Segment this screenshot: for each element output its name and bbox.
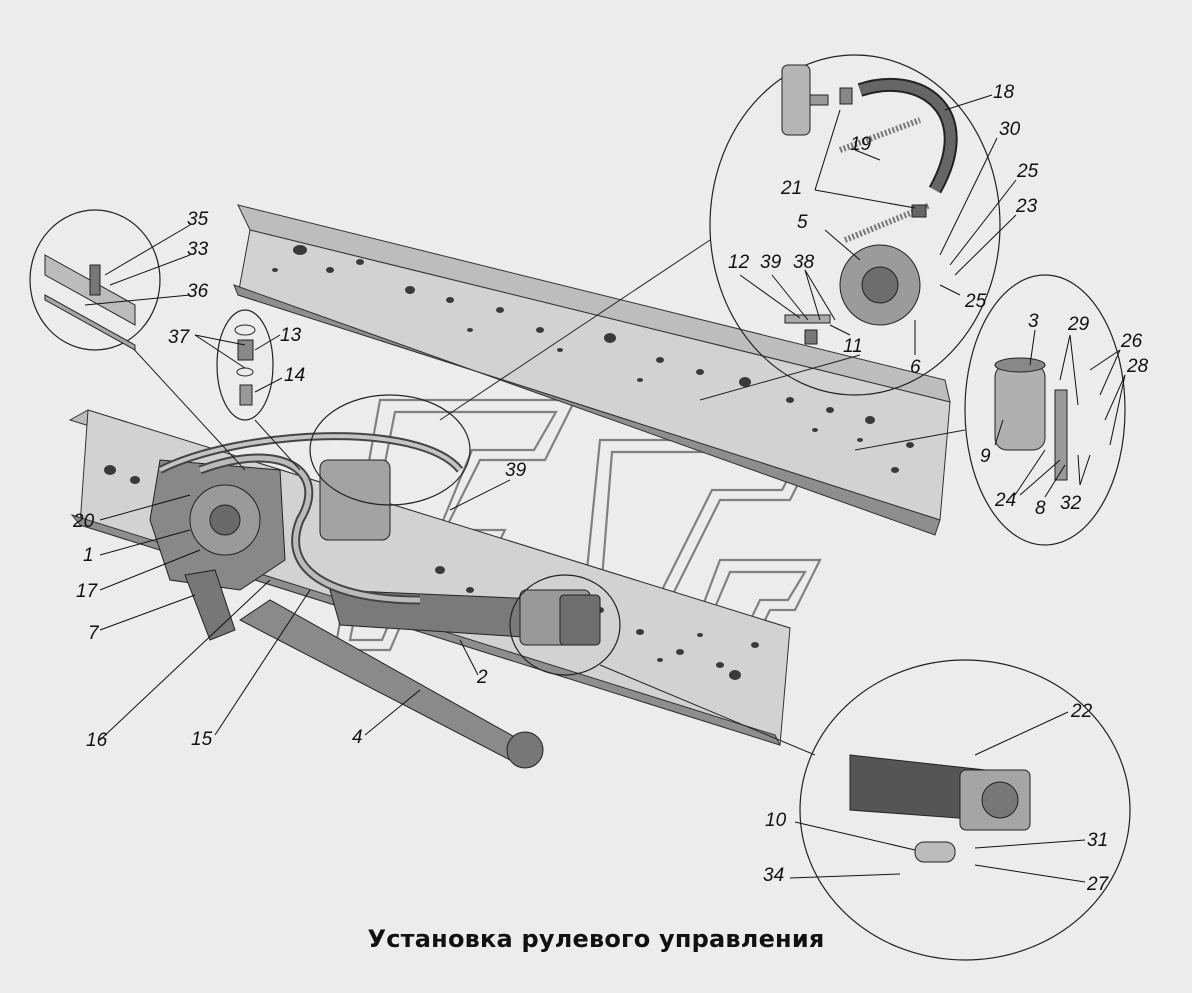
- callout-9: 9: [980, 446, 991, 467]
- callout-numbers: 1 2 3 4 5 6 7 8 9 10 11 12 13 14 15 16 1…: [72, 82, 1149, 895]
- callout-17: 17: [76, 581, 99, 602]
- callout-5: 5: [797, 212, 808, 233]
- callout-14: 14: [284, 365, 305, 386]
- leader-lines: [84, 94, 1126, 883]
- callout-35: 35: [187, 209, 209, 230]
- detail-circles: [29, 54, 1131, 961]
- detail-circle-tank: [309, 394, 471, 506]
- callout-11: 11: [843, 336, 863, 357]
- diagram-caption: Установка рулевого управления: [367, 925, 825, 953]
- callout-27: 27: [1086, 874, 1110, 895]
- detail-right-parts: [994, 357, 1068, 481]
- callout-3: 3: [1028, 311, 1039, 332]
- callout-28: 28: [1126, 356, 1149, 377]
- callout-12: 12: [728, 252, 750, 273]
- callout-15: 15: [191, 729, 213, 750]
- callout-26: 26: [1120, 331, 1143, 352]
- detail-bottom-parts: [849, 754, 1031, 863]
- callout-37: 37: [168, 327, 191, 348]
- callout-21: 21: [780, 178, 802, 199]
- detail-left-parts: [44, 254, 136, 351]
- callout-23: 23: [1015, 196, 1038, 217]
- callout-16: 16: [86, 730, 108, 751]
- callout-38: 38: [793, 252, 815, 273]
- callout-33: 33: [187, 239, 209, 260]
- callout-36: 36: [187, 281, 209, 302]
- steering-assembly: [149, 432, 601, 769]
- callout-10: 10: [765, 810, 787, 831]
- callout-22: 22: [1070, 701, 1093, 722]
- callout-4: 4: [352, 727, 363, 748]
- detail-circle-right: [964, 274, 1126, 546]
- callout-1: 1: [83, 545, 94, 566]
- callout-13: 13: [280, 325, 302, 346]
- detail-circle-left: [29, 209, 161, 351]
- detail-small-parts: [234, 324, 256, 406]
- callout-29: 29: [1067, 314, 1090, 335]
- detail-circle-bottom: [799, 659, 1131, 961]
- callout-7: 7: [88, 623, 100, 644]
- callout-18: 18: [993, 82, 1015, 103]
- callout-30: 30: [999, 119, 1021, 140]
- callout-2: 2: [476, 667, 488, 688]
- upper-frame-rail: [233, 204, 951, 536]
- callout-24: 24: [994, 490, 1016, 511]
- callout-25: 25: [1016, 161, 1039, 182]
- callout-25b: 25: [964, 291, 987, 312]
- callout-39b: 39: [505, 460, 527, 481]
- callout-8: 8: [1035, 498, 1046, 519]
- callout-32: 32: [1060, 493, 1082, 514]
- detail-circle-small: [216, 309, 274, 421]
- callout-31: 31: [1087, 830, 1108, 851]
- callout-6: 6: [910, 357, 921, 378]
- detail-circle-cylinder-end: [509, 574, 621, 676]
- callout-34: 34: [763, 865, 784, 886]
- connector-lines: [129, 239, 966, 756]
- callout-19: 19: [850, 134, 872, 155]
- detail-top-parts: [781, 64, 958, 345]
- detail-circle-top: [709, 54, 1001, 396]
- callout-39: 39: [760, 252, 782, 273]
- callout-20: 20: [72, 511, 95, 532]
